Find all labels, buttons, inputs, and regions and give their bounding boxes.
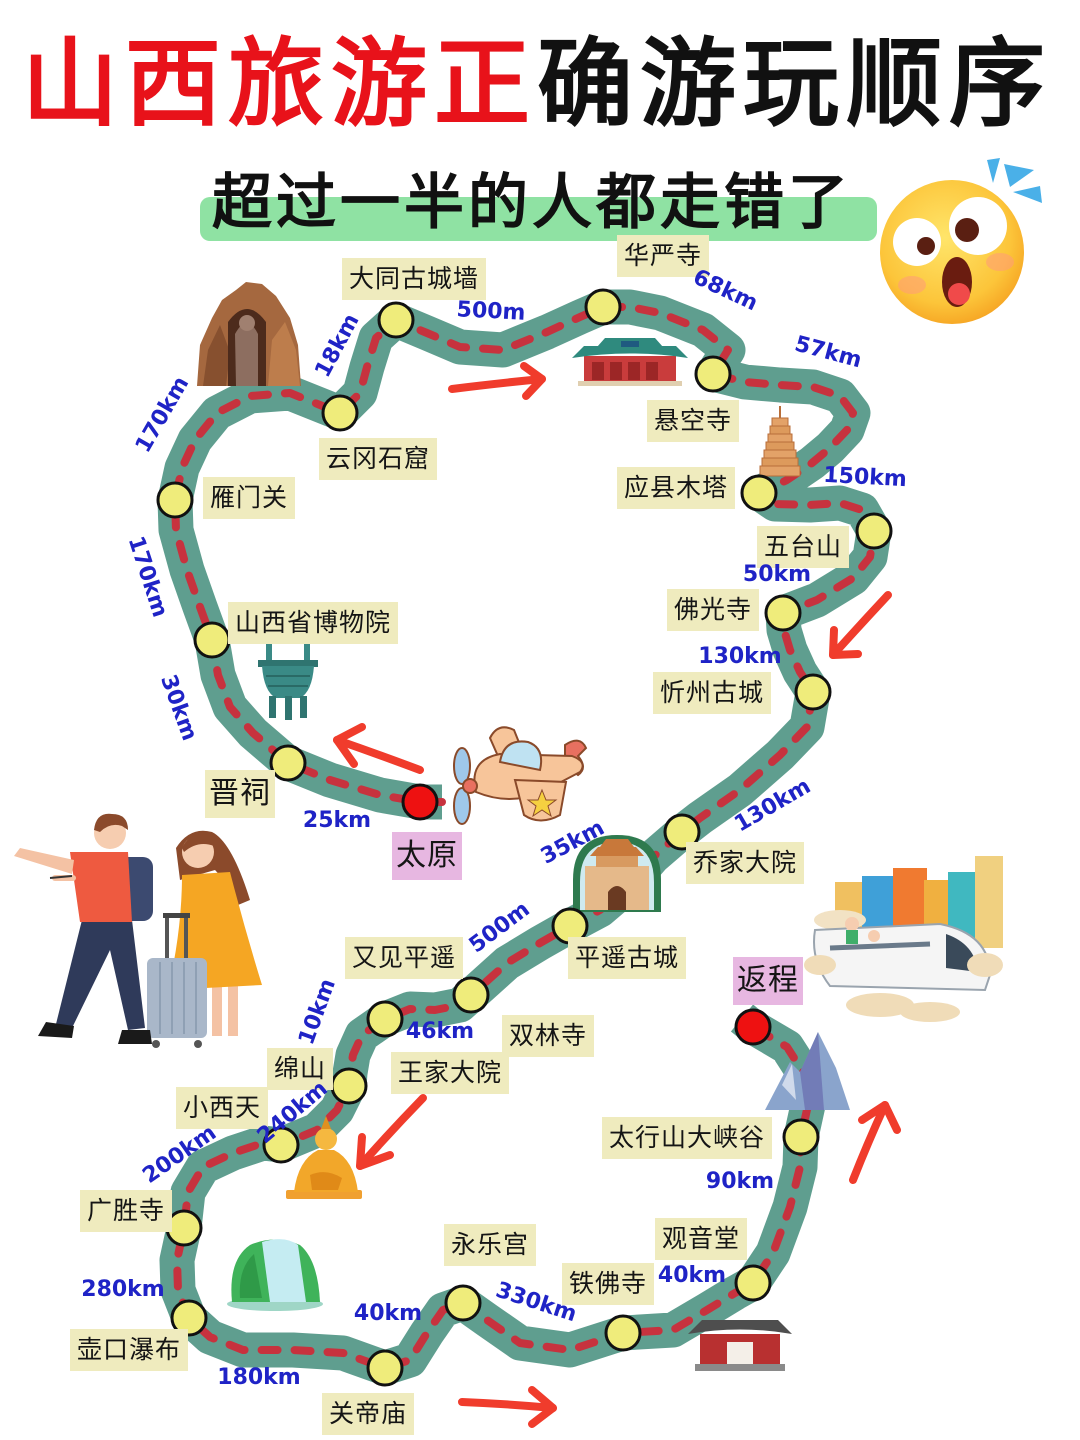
place-label: 壶口瀑布 (70, 1329, 189, 1371)
stop-dot (452, 976, 490, 1014)
place-label: 关帝庙 (322, 1393, 415, 1435)
place-label: 王家大院 (391, 1052, 510, 1094)
stop-dot (321, 394, 359, 432)
subtitle-highlight-bar (200, 197, 877, 241)
start-label: 太原 (392, 832, 462, 880)
stop-dot (782, 1118, 820, 1156)
high-speed-train-city-icon (804, 856, 1003, 1022)
place-label: 应县木塔 (617, 467, 736, 509)
city-gate-icon (573, 835, 661, 912)
place-label: 乔家大院 (686, 842, 805, 884)
stop-dot (734, 1264, 772, 1302)
place-label: 五台山 (757, 526, 850, 568)
place-label: 绵山 (267, 1048, 334, 1090)
stop-dot (366, 1349, 404, 1387)
distance-label: 40km (657, 1263, 727, 1288)
toy-airplane-icon (453, 726, 588, 825)
place-label: 又见平遥 (345, 937, 464, 979)
title-highlight: 山西旅游正 (22, 28, 537, 140)
stop-dot (855, 512, 893, 550)
arrow-down-left-icon (829, 591, 892, 659)
arrow-right-icon (448, 362, 546, 400)
place-label: 小西天 (176, 1087, 269, 1129)
subtitle: 超过一半的人都走错了 (212, 168, 852, 238)
stop-dot (663, 813, 701, 851)
end-dot (734, 1008, 772, 1046)
place-label: 观音堂 (655, 1218, 748, 1260)
distance-label: 500m (455, 297, 527, 326)
place-label: 太行山大峡谷 (602, 1117, 773, 1159)
stop-dot (377, 301, 415, 339)
mountain-peak-icon (765, 1032, 850, 1110)
distance-label: 130km (698, 644, 782, 669)
temple-hall-icon (572, 338, 688, 386)
place-label: 双林寺 (502, 1015, 595, 1057)
arrow-up-right-icon (849, 1101, 901, 1184)
bronze-ding-icon (258, 640, 318, 720)
place-label: 华严寺 (617, 235, 710, 277)
travelers-couple-icon (14, 813, 262, 1048)
temple-gate-icon (688, 1320, 792, 1371)
place-label: 佛光寺 (667, 589, 760, 631)
distance-label: 90km (705, 1169, 775, 1194)
place-label: 晋祠 (205, 770, 275, 818)
distance-label: 40km (353, 1301, 423, 1326)
place-label: 悬空寺 (647, 400, 740, 442)
distance-label: 180km (217, 1365, 301, 1390)
place-label: 永乐宫 (444, 1224, 537, 1266)
wooden-pagoda-icon (759, 406, 801, 477)
place-label: 云冈石窟 (319, 438, 438, 480)
place-label: 广胜寺 (80, 1190, 173, 1232)
stop-dot (366, 1000, 404, 1038)
stop-dot (156, 481, 194, 519)
distance-label: 46km (405, 1019, 475, 1044)
stop-dot (794, 673, 832, 711)
title-rest: 确游玩顺序 (537, 28, 1052, 140)
place-label: 忻州古城 (653, 672, 772, 714)
stop-dot (740, 474, 778, 512)
grotto-buddha-icon (197, 282, 301, 386)
stop-dot (269, 744, 307, 782)
stop-dot (604, 1314, 642, 1352)
stop-dot (694, 355, 732, 393)
stop-dot (165, 1209, 203, 1247)
stop-dot (444, 1284, 482, 1322)
place-label: 山西省博物院 (228, 602, 399, 644)
waterfall-icon (227, 1239, 323, 1311)
seated-buddha-icon (286, 1116, 362, 1199)
stop-dot (262, 1126, 300, 1164)
place-label: 平遥古城 (568, 937, 687, 979)
stop-dot (764, 594, 802, 632)
stop-dot (330, 1067, 368, 1105)
place-label: 大同古城墙 (342, 258, 487, 300)
distance-label: 280km (81, 1277, 165, 1302)
page-title: 山西旅游正确游玩顺序 (22, 26, 1052, 142)
distance-label: 150km (822, 462, 908, 493)
arrow-right-icon (458, 1386, 557, 1428)
place-label: 雁门关 (203, 477, 296, 519)
stop-dot (193, 621, 231, 659)
distance-label: 25km (302, 808, 372, 833)
arrow-up-left-icon (333, 723, 424, 774)
end-label: 返程 (733, 957, 803, 1005)
stop-dot (584, 288, 622, 326)
distance-label: 50km (742, 562, 812, 587)
place-label: 铁佛寺 (562, 1263, 655, 1305)
stop-dot (170, 1299, 208, 1337)
arrow-down-left-icon (356, 1094, 427, 1170)
start-dot (401, 783, 439, 821)
